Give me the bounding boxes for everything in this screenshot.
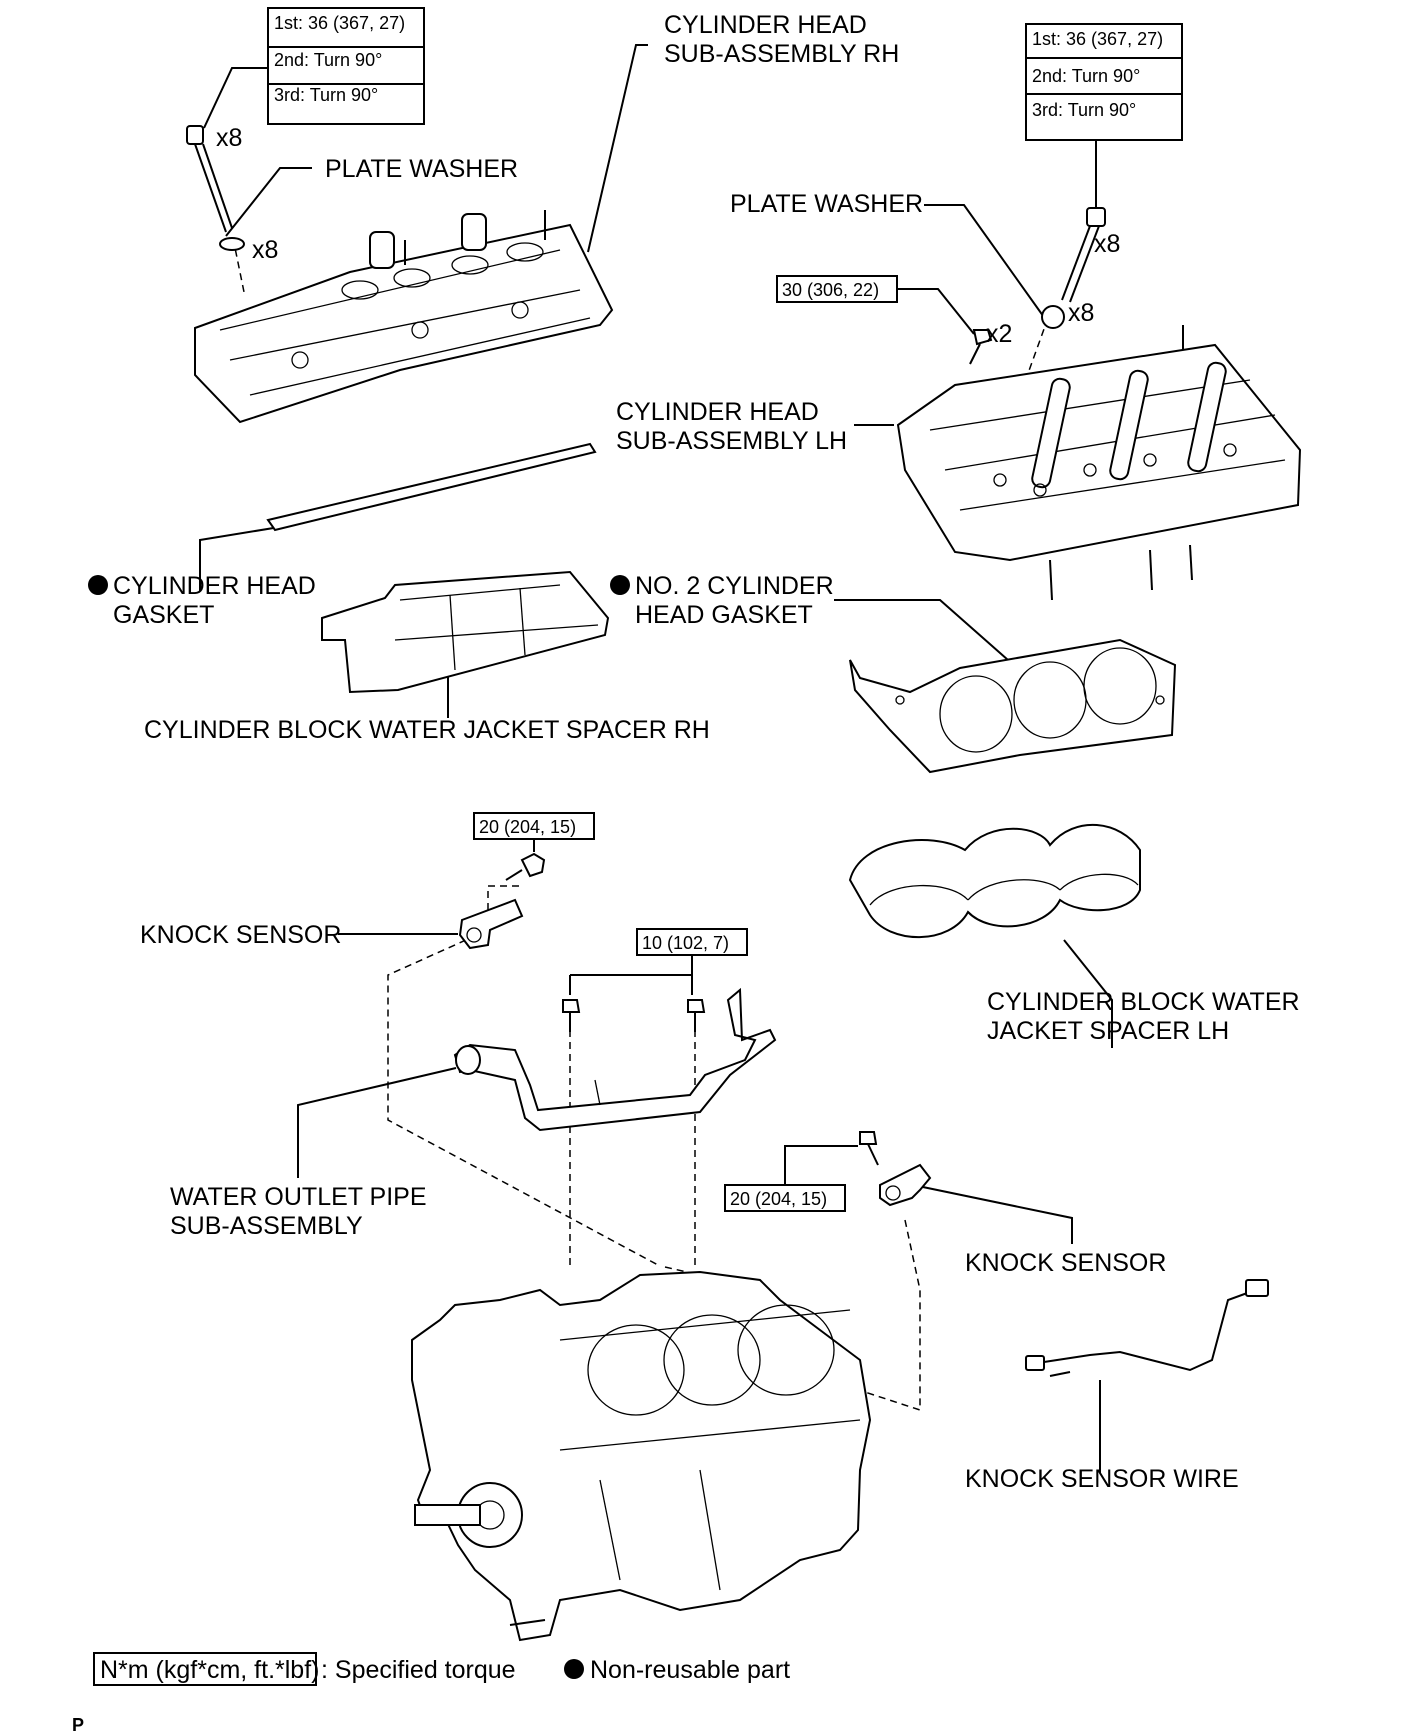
- legend-torque-desc: : Specified torque: [321, 1656, 516, 1684]
- cylinder-head-gasket: [266, 442, 597, 532]
- torque-head-rh-step2: 2nd: Turn 90°: [274, 50, 382, 70]
- cylinder-head-rh: [194, 210, 614, 424]
- label-head-gasket-line2: GASKET: [113, 601, 214, 629]
- cylinder-block: [411, 1270, 872, 1642]
- legend-nonreusable-desc: Non-reusable part: [590, 1656, 790, 1684]
- water-outlet-pipe: [453, 987, 777, 1132]
- label-plate-washer-lh: PLATE WASHER: [730, 190, 923, 218]
- legend-torque-key: N*m (kgf*cm, ft.*lbf): [100, 1656, 319, 1684]
- torque-water-pipe: 10 (102, 7): [642, 933, 729, 953]
- footer-code: P: [72, 1715, 84, 1734]
- plate-washer-rh: [219, 237, 245, 251]
- water-jacket-spacer-rh: [321, 570, 610, 694]
- knock-sensor-1: [458, 898, 524, 950]
- qty-rh-washers: x8: [252, 236, 278, 264]
- legend-nonreusable-dot: [564, 1659, 584, 1679]
- label-no2-gasket-line2: HEAD GASKET: [635, 601, 813, 629]
- knock-sensor-1-bolt: [505, 852, 546, 881]
- torque-head-lh-step1: 1st: 36 (367, 27): [1032, 29, 1163, 49]
- torque-lh-small-bolt: 30 (306, 22): [782, 280, 879, 300]
- torque-box-knock-sensor-1: 20 (204, 15): [473, 812, 595, 840]
- label-head-rh-line2: SUB-ASSEMBLY RH: [664, 40, 899, 68]
- qty-lh-small-bolts: x2: [986, 320, 1012, 348]
- torque-box-knock-sensor-2: 20 (204, 15): [724, 1184, 846, 1212]
- cylinder-head-lh: [896, 325, 1302, 601]
- nonreusable-dot-no2-gasket: [610, 575, 630, 595]
- water-pipe-bolt-1: [562, 999, 581, 1032]
- label-spacer-lh-line2: JACKET SPACER LH: [987, 1017, 1229, 1045]
- torque-box-water-pipe: 10 (102, 7): [636, 928, 748, 956]
- label-head-lh-line1: CYLINDER HEAD: [616, 398, 819, 426]
- label-spacer-rh: CYLINDER BLOCK WATER JACKET SPACER RH: [144, 716, 710, 744]
- part-labels: CYLINDER HEAD SUB-ASSEMBLY RH x8 PLATE W…: [88, 11, 1300, 1493]
- label-head-rh-line1: CYLINDER HEAD: [664, 11, 867, 39]
- torque-head-rh-step3: 3rd: Turn 90°: [274, 85, 378, 105]
- water-pipe-bolt-2: [687, 999, 706, 1032]
- small-bolt-lh: [969, 329, 993, 365]
- torque-box-head-lh: 1st: 36 (367, 27) 2nd: Turn 90° 3rd: Tur…: [1025, 23, 1183, 141]
- torque-head-rh-step1: 1st: 36 (367, 27): [274, 13, 405, 33]
- qty-rh-bolts: x8: [216, 124, 242, 152]
- legend: N*m (kgf*cm, ft.*lbf) : Specified torque…: [93, 1652, 790, 1686]
- label-water-pipe-line1: WATER OUTLET PIPE: [170, 1183, 427, 1211]
- knock-sensor-2-bolt: [859, 1131, 879, 1166]
- knock-sensor-wire: [1025, 1279, 1269, 1377]
- no2-cylinder-head-gasket: [849, 638, 1177, 774]
- torque-box-head-rh: 1st: 36 (367, 27) 2nd: Turn 90° 3rd: Tur…: [267, 7, 425, 125]
- label-head-lh-line2: SUB-ASSEMBLY LH: [616, 427, 847, 455]
- torque-head-lh-step3: 3rd: Turn 90°: [1032, 100, 1136, 120]
- label-knock-sensor-1: KNOCK SENSOR: [140, 921, 341, 949]
- qty-lh-bolts: x8: [1094, 230, 1120, 258]
- water-jacket-spacer-lh: [848, 823, 1141, 939]
- torque-box-lh-small-bolt: 30 (306, 22): [776, 275, 898, 303]
- nonreusable-dot-head-gasket: [88, 575, 108, 595]
- torque-knock-sensor-1: 20 (204, 15): [479, 817, 576, 837]
- knock-sensor-2: [879, 1163, 932, 1207]
- label-no2-gasket-line1: NO. 2 CYLINDER: [635, 572, 834, 600]
- head-bolt-rh: [186, 125, 233, 233]
- label-water-pipe-line2: SUB-ASSEMBLY: [170, 1212, 363, 1240]
- label-spacer-lh-line1: CYLINDER BLOCK WATER: [987, 988, 1300, 1016]
- torque-knock-sensor-2: 20 (204, 15): [730, 1189, 827, 1209]
- torque-head-lh-step2: 2nd: Turn 90°: [1032, 66, 1140, 86]
- head-bolt-lh: [1061, 207, 1106, 303]
- qty-lh-washers: x8: [1068, 299, 1094, 327]
- leader-lines: [199, 44, 1113, 1473]
- label-knock-sensor-wire: KNOCK SENSOR WIRE: [965, 1465, 1239, 1493]
- label-plate-washer-rh: PLATE WASHER: [325, 155, 518, 183]
- plate-washer-lh: [1041, 305, 1065, 329]
- label-knock-sensor-2: KNOCK SENSOR: [965, 1249, 1166, 1277]
- label-head-gasket-line1: CYLINDER HEAD: [113, 572, 316, 600]
